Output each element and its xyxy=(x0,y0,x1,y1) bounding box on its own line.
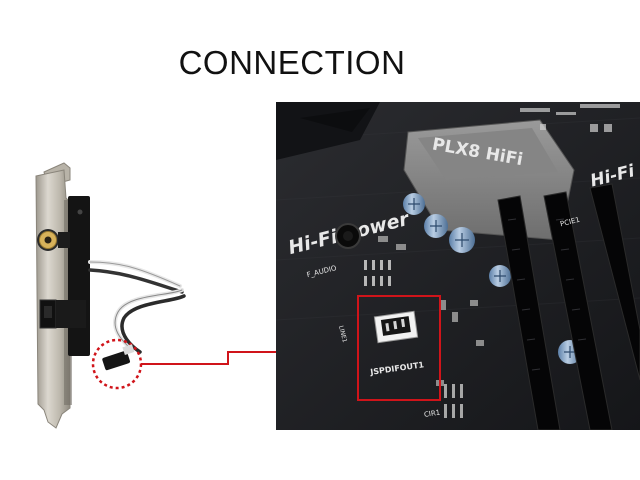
page-title: CONNECTION xyxy=(178,44,406,81)
spdif-header xyxy=(373,310,419,344)
bracket-cables xyxy=(88,260,186,354)
optical-port xyxy=(39,299,86,329)
audio-chip-shield: PLX8 HiFi xyxy=(403,119,575,241)
cir-label: CIR1 xyxy=(424,409,441,419)
motherboard-photo: PLX8 HiFi Hi-Fi Power Hi-Fi xyxy=(276,102,640,430)
cable-plug xyxy=(102,344,135,371)
side-label: LINE1 xyxy=(337,325,348,344)
audio-header-pins xyxy=(364,260,391,286)
pcie-slots xyxy=(497,183,640,430)
header-highlight-box xyxy=(357,295,441,401)
coax-jack xyxy=(37,229,70,251)
lower-header-pins xyxy=(444,384,463,418)
spdif-bracket xyxy=(35,162,90,429)
bracket-pcb xyxy=(68,196,90,356)
